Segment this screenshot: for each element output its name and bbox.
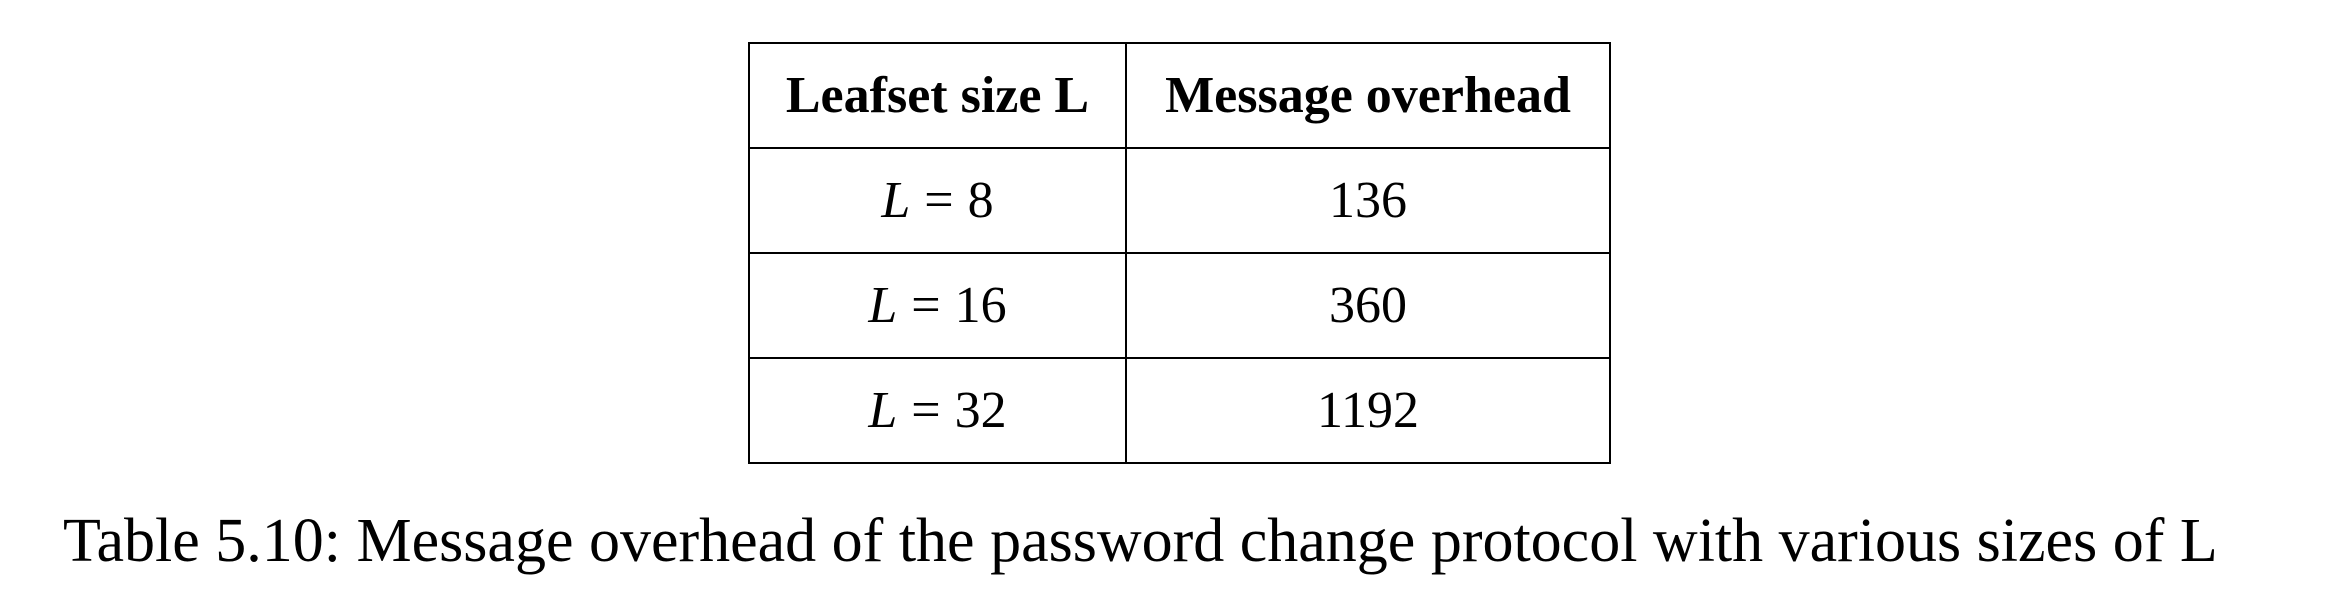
leafset-cell: L=16 — [748, 252, 1127, 359]
leafset-value: 32 — [954, 382, 1007, 439]
leafset-variable: L — [881, 172, 911, 229]
header-leafset-size: Leafset size L — [748, 42, 1127, 149]
table-row: L=16 360 — [748, 252, 1611, 359]
overhead-cell: 360 — [1125, 252, 1611, 359]
results-table-container: Leafset size L Message overhead L=8 136 … — [748, 42, 1611, 464]
leafset-variable: L — [868, 382, 898, 439]
equals-sign: = — [924, 172, 954, 229]
equals-sign: = — [911, 382, 941, 439]
leafset-overhead-table: Leafset size L Message overhead L=8 136 … — [748, 42, 1611, 464]
overhead-cell: 136 — [1125, 147, 1611, 254]
leafset-cell: L=32 — [748, 357, 1127, 464]
table-caption: Table 5.10: Message overhead of the pass… — [63, 507, 2218, 575]
header-message-overhead: Message overhead — [1125, 42, 1611, 149]
leafset-variable: L — [868, 277, 898, 334]
overhead-cell: 1192 — [1125, 357, 1611, 464]
table-row: L=32 1192 — [748, 357, 1611, 464]
leafset-value: 8 — [967, 172, 994, 229]
table-header-row: Leafset size L Message overhead — [748, 42, 1611, 149]
leafset-value: 16 — [954, 277, 1007, 334]
equals-sign: = — [911, 277, 941, 334]
table-row: L=8 136 — [748, 147, 1611, 254]
leafset-cell: L=8 — [748, 147, 1127, 254]
